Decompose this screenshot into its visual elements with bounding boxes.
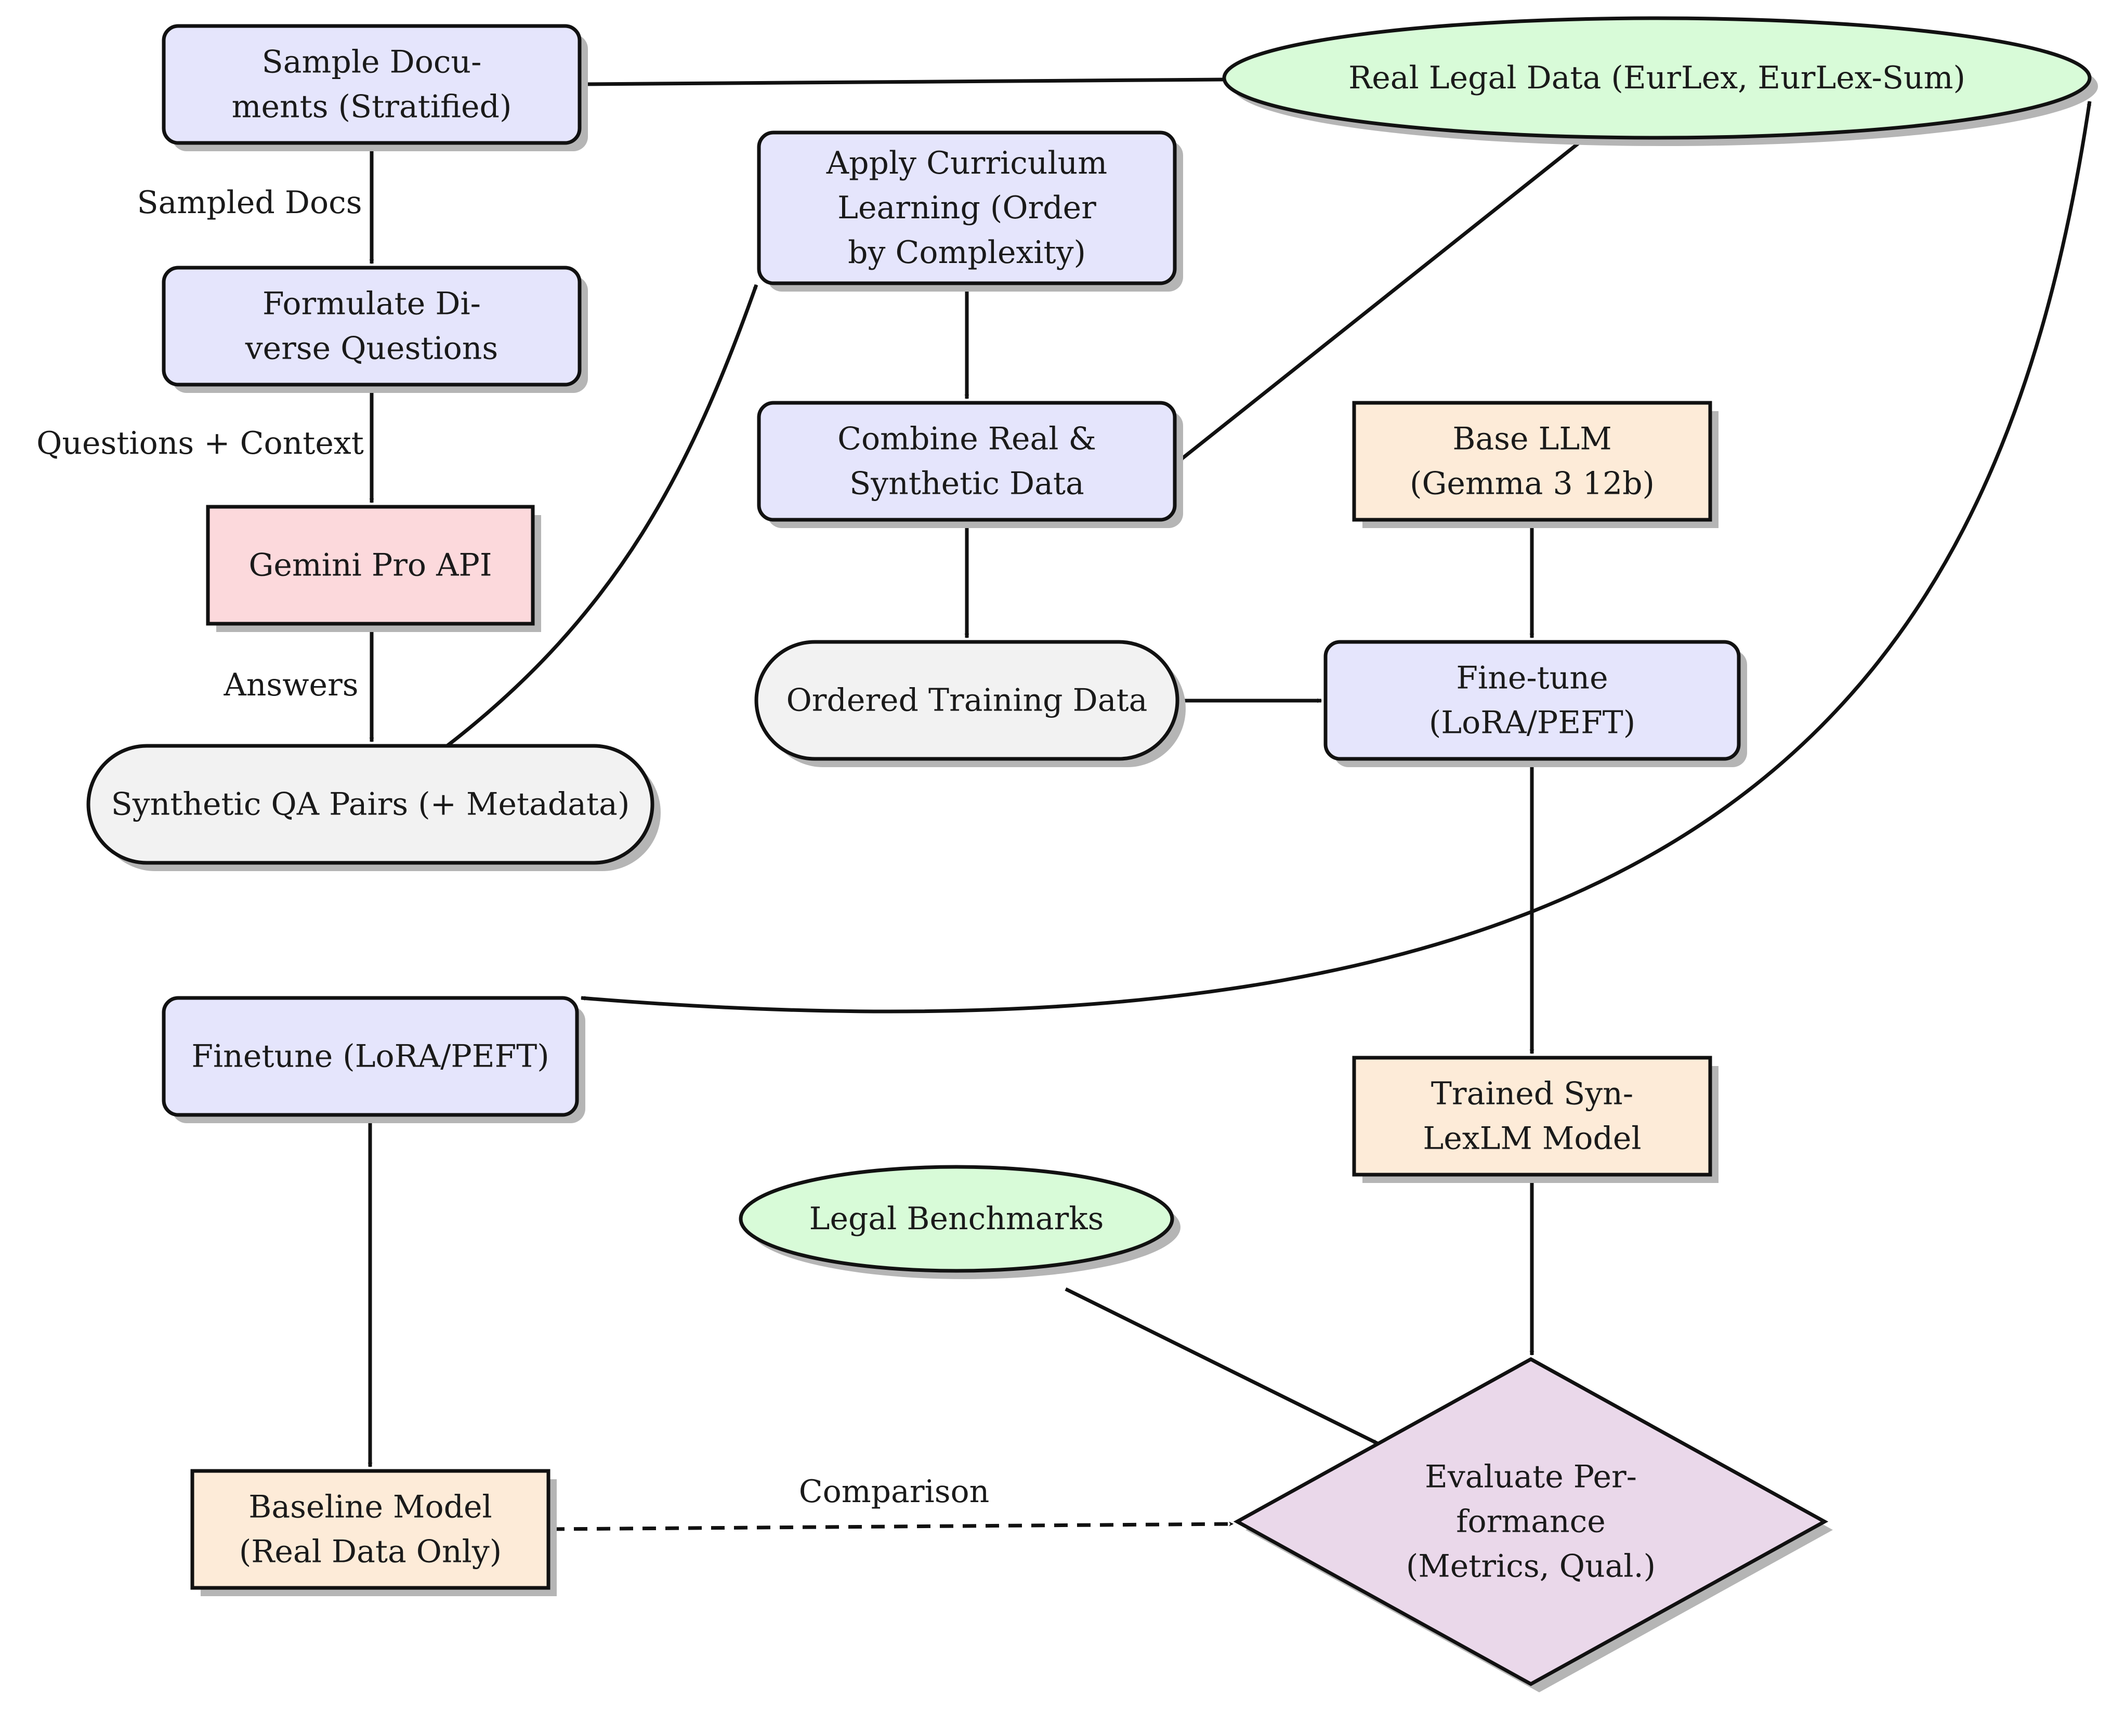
node-label-line: verse Questions bbox=[245, 331, 498, 367]
node-label-line: Trained Syn- bbox=[1431, 1076, 1633, 1112]
node-shape bbox=[190, 1469, 550, 1590]
edge-label-sampled-docs: Sampled Docs bbox=[137, 185, 362, 221]
node-evaluate: Evaluate Per-formance (Metrics, Qual.) bbox=[1233, 1357, 1833, 1692]
node-base-llm: Base LLM (Gemma 3 12b) bbox=[1352, 401, 1719, 528]
node-real-data: Real Legal Data (EurLex, EurLex-Sum) bbox=[1222, 16, 2098, 146]
node-shape bbox=[162, 266, 582, 387]
node-shape bbox=[754, 640, 1179, 761]
edge-label-answers: Answers bbox=[223, 667, 358, 703]
node-label-line: formance bbox=[1456, 1504, 1605, 1540]
edge-real-data-to-sample-docs bbox=[581, 77, 1225, 87]
node-label-line: by Complexity) bbox=[848, 234, 1086, 271]
node-trained-model: Trained Syn- LexLM Model bbox=[1352, 1056, 1719, 1183]
node-baseline-model: Baseline Model (Real Data Only) bbox=[190, 1469, 557, 1596]
node-label-line: Legal Benchmarks bbox=[809, 1201, 1104, 1237]
edge-real-data-to-finetune-baseline bbox=[580, 100, 2092, 1014]
node-fine-tune: Fine-tune (LoRA/PEFT) bbox=[1323, 640, 1747, 767]
edge-legal-benchmarks-to-evaluate bbox=[1065, 1287, 1379, 1445]
node-label-line: Real Legal Data (EurLex, EurLex-Sum) bbox=[1348, 60, 1965, 96]
node-label-line: (Metrics, Qual.) bbox=[1406, 1548, 1656, 1585]
node-label-line: Sample Docu- bbox=[262, 44, 482, 81]
node-shape bbox=[162, 24, 582, 145]
node-label-line: LexLM Model bbox=[1423, 1121, 1641, 1157]
node-shape bbox=[757, 130, 1177, 285]
node-synthetic-qa: Synthetic QA Pairs (+ Metadata) bbox=[86, 744, 661, 871]
node-label-line: (Real Data Only) bbox=[239, 1534, 502, 1570]
node-label-line: Learning (Order bbox=[837, 190, 1096, 226]
node-label-line: Fine-tune bbox=[1456, 660, 1608, 696]
node-label-line: Ordered Training Data bbox=[786, 682, 1148, 719]
node-shape bbox=[1352, 1056, 1712, 1177]
node-shape bbox=[1323, 640, 1741, 761]
node-gemini-api: Gemini Pro API bbox=[206, 505, 541, 632]
node-label-line: Synthetic Data bbox=[849, 466, 1084, 502]
node-label-line: Base LLM bbox=[1452, 421, 1611, 457]
node-label-line: Formulate Di- bbox=[263, 286, 481, 322]
node-label-line: Evaluate Per- bbox=[1425, 1459, 1637, 1495]
node-shape bbox=[1352, 401, 1712, 522]
node-shape bbox=[1222, 16, 2092, 140]
node-shape bbox=[1233, 1357, 1829, 1686]
node-label-line: (Gemma 3 12b) bbox=[1410, 466, 1655, 502]
node-label-line: ments (Stratified) bbox=[232, 89, 512, 125]
edge-label-comparison: Comparison bbox=[799, 1474, 990, 1510]
edge-label-questions-context: Questions + Context bbox=[36, 425, 364, 462]
node-finetune-baseline: Finetune (LoRA/PEFT) bbox=[162, 996, 585, 1123]
edge-layer bbox=[368, 77, 2092, 1531]
node-shape bbox=[757, 401, 1177, 522]
node-ordered-data: Ordered Training Data bbox=[754, 640, 1186, 767]
node-label-line: Finetune (LoRA/PEFT) bbox=[191, 1038, 549, 1075]
node-label-line: Combine Real & bbox=[837, 421, 1096, 457]
node-label-line: Baseline Model bbox=[248, 1489, 492, 1525]
node-shape bbox=[162, 996, 579, 1117]
node-label-line: Gemini Pro API bbox=[248, 547, 492, 584]
node-shape bbox=[206, 505, 535, 626]
node-layer: Sample Docu-ments (Stratified) Formulate … bbox=[86, 16, 2098, 1692]
node-combine: Combine Real & Synthetic Data bbox=[757, 401, 1183, 528]
edge-baseline-model-to-evaluate bbox=[550, 1521, 1234, 1531]
node-legal-benchmarks: Legal Benchmarks bbox=[739, 1165, 1180, 1279]
node-shape bbox=[86, 744, 654, 865]
node-sample-docs: Sample Docu-ments (Stratified) bbox=[162, 24, 588, 151]
node-label-line: (LoRA/PEFT) bbox=[1429, 705, 1635, 741]
node-label-line: Synthetic QA Pairs (+ Metadata) bbox=[111, 786, 630, 823]
node-shape bbox=[739, 1165, 1174, 1273]
node-label-line: Apply Curriculum bbox=[826, 145, 1107, 181]
node-formulate-questions: Formulate Di-verse Questions bbox=[162, 266, 588, 393]
